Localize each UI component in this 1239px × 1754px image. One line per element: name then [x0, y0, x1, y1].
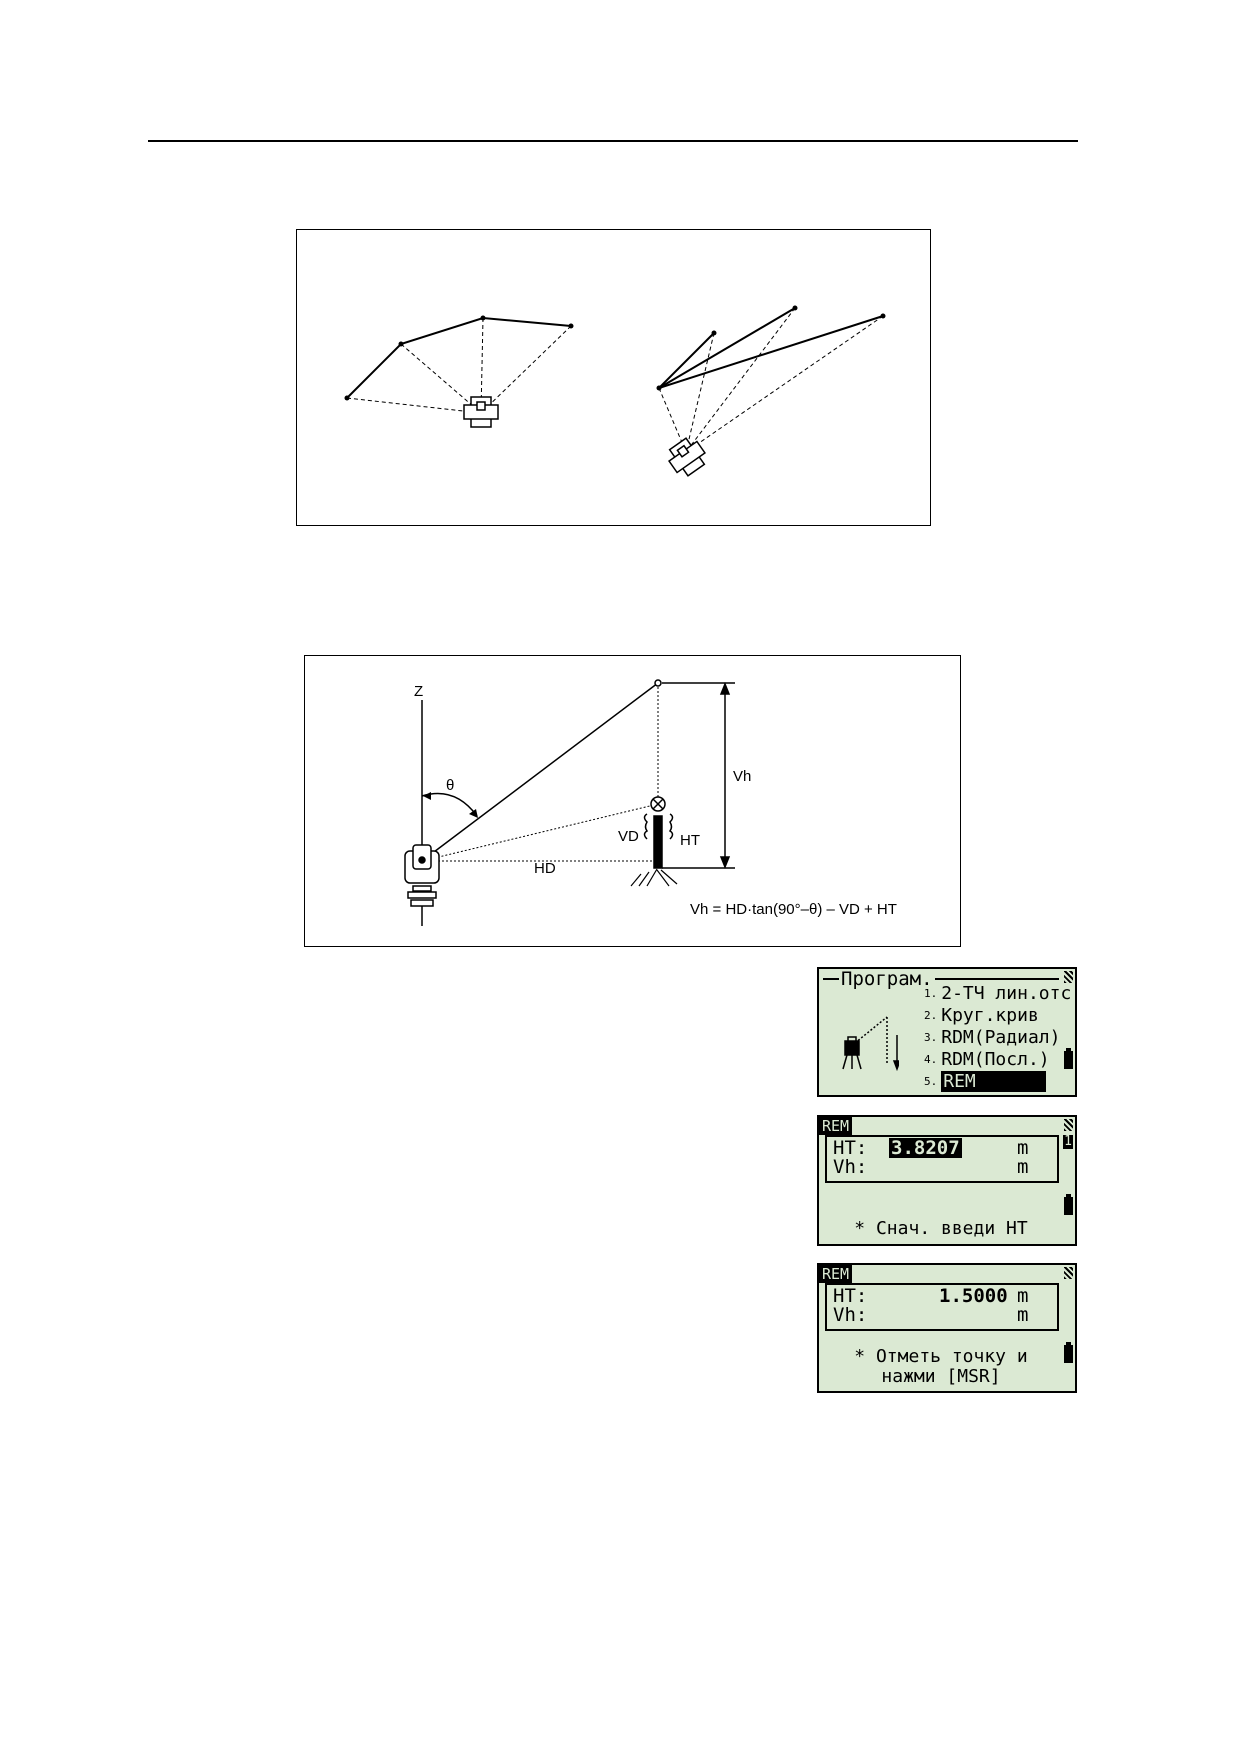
program-menu-screen: Програм. 1.2-ТЧ лин.отс 2.Круг.крив 3.RD…	[817, 967, 1077, 1097]
header-rule	[148, 140, 1078, 142]
hd-label: HD	[534, 860, 556, 877]
rem-measure-screen: REM HT: 1.5000 m Vh: m * Отметь точку и …	[817, 1263, 1077, 1393]
rem-geometry-figure: Z θ Vh VD HT HD Vh = HD·tan(90°–θ) – VD …	[304, 655, 961, 947]
total-station-top-icon	[463, 396, 499, 428]
layout-diagram	[344, 305, 886, 477]
menu-item-rdm-cont[interactable]: 4.RDM(Посл.)	[924, 1049, 1050, 1070]
sight-line	[421, 682, 659, 862]
ht-label: HT	[680, 832, 700, 849]
vh-field-label: Vh:	[833, 1156, 868, 1178]
measurement-layout-figure	[296, 229, 931, 526]
menu-title: Програм.	[839, 968, 935, 990]
z-axis-label: Z	[414, 683, 424, 700]
screen-title: REM	[819, 1117, 853, 1135]
ht-field-label: HT:	[833, 1137, 868, 1159]
total-station-icon	[842, 1016, 899, 1071]
screen-title: REM	[819, 1265, 853, 1283]
vd-label: VD	[618, 828, 639, 845]
battery-icon	[1064, 1342, 1073, 1363]
menu-item-arc[interactable]: 2.Круг.крив	[924, 1005, 1039, 1026]
vh-unit: m	[1017, 1304, 1029, 1326]
ht-field-label: HT:	[833, 1285, 868, 1307]
vh-label: Vh	[733, 768, 752, 785]
target-point	[654, 679, 662, 687]
theta-label: θ	[446, 777, 455, 794]
menu-item-2pt-ref-line[interactable]: 1.2-ТЧ лин.отс	[924, 983, 1072, 1004]
vh-formula: Vh = HD·tan(90°–θ) – VD + HT	[690, 901, 897, 918]
status-corner-icon	[1064, 971, 1073, 983]
menu-item-rem[interactable]: 5.REM	[924, 1071, 1046, 1092]
status-corner-icon	[1064, 1119, 1073, 1131]
input-box	[825, 1135, 1059, 1183]
rem-diagram	[404, 679, 735, 926]
total-station-side-icon	[404, 844, 440, 926]
ht-value: 1.5000	[939, 1285, 1008, 1307]
rem-input-screen: REM 1 HT: 3.8207 m Vh: m * Снач. введи H…	[817, 1115, 1077, 1246]
hint-message-line2: нажми [MSR]	[881, 1366, 1001, 1387]
ht-input[interactable]: 3.8207	[889, 1137, 962, 1159]
menu-item-rdm-radial[interactable]: 3.RDM(Радиал)	[924, 1027, 1061, 1048]
radial-polyline	[344, 315, 574, 414]
page-number: 1	[1063, 1134, 1073, 1149]
scroll-down-arrow-icon	[1059, 1081, 1071, 1089]
result-box	[825, 1283, 1059, 1331]
hint-message-line1: * Отметь точку и	[854, 1346, 1028, 1367]
battery-icon	[1064, 1194, 1073, 1215]
total-station-rotated-icon	[668, 437, 706, 477]
prism-pole-icon	[630, 796, 678, 887]
sequential-polyline	[656, 305, 886, 453]
ht-unit: m	[1017, 1137, 1029, 1159]
status-corner-icon	[1064, 1267, 1073, 1279]
ht-unit: m	[1017, 1285, 1029, 1307]
battery-icon	[1064, 1048, 1073, 1069]
vh-unit: m	[1017, 1156, 1029, 1178]
vh-field-label: Vh:	[833, 1304, 868, 1326]
hint-message: * Снач. введи HT	[854, 1218, 1028, 1239]
